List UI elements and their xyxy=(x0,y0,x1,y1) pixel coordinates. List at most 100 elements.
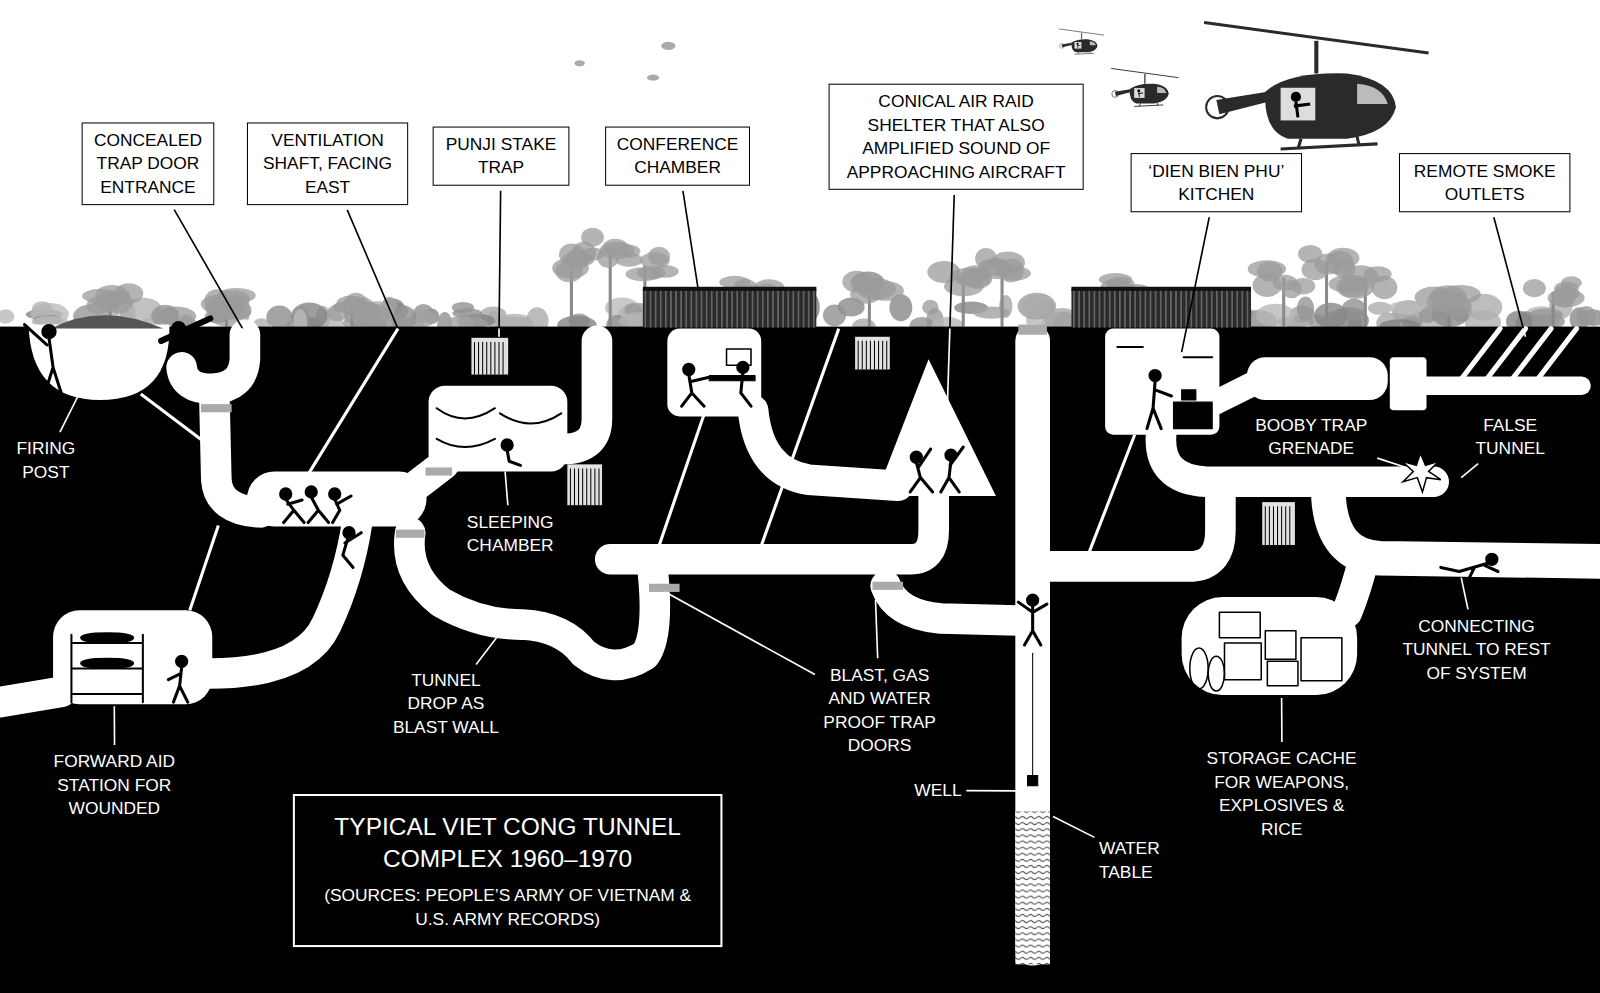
chamber xyxy=(429,386,568,472)
figure xyxy=(1147,382,1171,429)
punji-trap xyxy=(866,341,867,370)
helicopter xyxy=(1059,29,1104,54)
helicopter xyxy=(1111,68,1178,106)
callout-label: TUNNEL DROP AS BLAST WALL xyxy=(390,668,502,738)
firing-post xyxy=(24,325,61,393)
leader-line xyxy=(60,191,1526,329)
leader-line xyxy=(683,191,698,288)
punji-trap xyxy=(1289,506,1290,545)
helicopter xyxy=(1216,92,1267,114)
callout-label: WATER TABLE xyxy=(1099,837,1181,884)
figure xyxy=(1117,347,1212,357)
trap-door xyxy=(426,467,453,475)
leader-line xyxy=(60,393,80,432)
chamber xyxy=(53,325,1426,966)
thatched-roof xyxy=(643,287,816,291)
trap-door xyxy=(1018,325,1047,335)
figure xyxy=(941,447,963,492)
figure xyxy=(82,659,133,667)
figure xyxy=(1018,602,1047,645)
thatched-roof xyxy=(1071,289,1251,328)
trap-door xyxy=(201,404,232,412)
punji-trap xyxy=(474,342,475,375)
title-text: TYPICAL VIET CONG TUNNEL COMPLEX 1960–19… xyxy=(307,810,708,875)
callout-label: FORWARD AID STATION FOR WOUNDED xyxy=(45,750,183,820)
figure xyxy=(330,489,340,499)
callout-label: FIRING POST xyxy=(5,437,87,484)
leader-line xyxy=(876,600,878,658)
punji-trap xyxy=(574,468,575,505)
helicopter xyxy=(1204,22,1428,149)
jungle xyxy=(1314,303,1348,329)
tunnel xyxy=(563,341,597,449)
firing-post xyxy=(29,325,170,401)
callout-label: FALSE TUNNEL xyxy=(1464,413,1556,460)
figure xyxy=(910,449,932,492)
figure xyxy=(1190,648,1208,689)
sky-specks xyxy=(647,75,659,81)
helicopter xyxy=(1357,84,1388,104)
leader-line xyxy=(947,195,954,329)
trap-door xyxy=(201,325,1047,592)
thatched-roof xyxy=(643,287,1251,328)
leader-line xyxy=(1461,578,1468,610)
leader-line xyxy=(174,329,245,333)
figure xyxy=(344,528,354,538)
leader-line xyxy=(499,191,501,329)
figure xyxy=(71,347,1498,786)
punji-trap xyxy=(874,341,875,370)
jungle xyxy=(597,247,619,268)
figure xyxy=(82,634,133,642)
leader-line xyxy=(347,210,398,329)
label-text: PUNJI STAKE TRAP xyxy=(442,133,560,180)
tunnel xyxy=(1050,490,1220,567)
figure xyxy=(437,408,561,447)
callout-label: BOOBY TRAP GRENADE xyxy=(1250,413,1372,460)
punji-trap xyxy=(471,338,508,375)
callout-label: WELL xyxy=(914,779,961,802)
jungle xyxy=(842,271,870,293)
chamber xyxy=(1015,811,1050,964)
chamber xyxy=(53,610,212,704)
punji-trap xyxy=(570,468,571,505)
figure xyxy=(682,375,709,407)
leader-line xyxy=(1494,329,1526,337)
figure xyxy=(1150,370,1160,380)
punji-trap xyxy=(586,468,587,505)
thatched-roof xyxy=(1071,287,1251,291)
figure xyxy=(1028,595,1038,605)
leader-line xyxy=(1182,217,1210,352)
leader-line xyxy=(1377,458,1406,467)
helicopter xyxy=(1206,96,1228,118)
jungle xyxy=(0,309,14,323)
punji-trap xyxy=(490,342,491,375)
booby-trap-blast xyxy=(1402,453,1441,492)
helicopter xyxy=(1294,102,1310,117)
jungle xyxy=(640,252,669,268)
jungle xyxy=(973,306,1009,318)
source-note: (SOURCES: PEOPLE’S ARMY OF VIETNAM & U.S… xyxy=(307,884,708,931)
label-text: ‘DIEN BIEN PHU’ KITCHEN xyxy=(1140,159,1293,206)
jungle xyxy=(1336,275,1374,299)
tunnel xyxy=(209,523,357,674)
figure xyxy=(1219,612,1260,638)
ventilation-shaft xyxy=(1084,435,1135,567)
chamber xyxy=(1182,597,1358,695)
punji-trap xyxy=(1285,506,1286,545)
jungle xyxy=(944,276,984,296)
figure xyxy=(177,656,187,666)
jungle xyxy=(978,258,1010,276)
title-box: TYPICAL VIET CONG TUNNEL COMPLEX 1960–19… xyxy=(293,794,723,947)
leader-line xyxy=(1053,816,1094,837)
punji-trap xyxy=(1281,506,1282,545)
leader-line xyxy=(476,627,505,665)
sky-specks xyxy=(574,42,675,81)
punji-trap xyxy=(858,341,859,370)
leader-line xyxy=(947,329,954,419)
leader-line xyxy=(1461,464,1478,478)
jungle xyxy=(350,304,390,327)
figure xyxy=(1173,402,1212,429)
label-text: CONICAL AIR RAID SHELTER THAT ALSO AMPLI… xyxy=(838,90,1075,184)
